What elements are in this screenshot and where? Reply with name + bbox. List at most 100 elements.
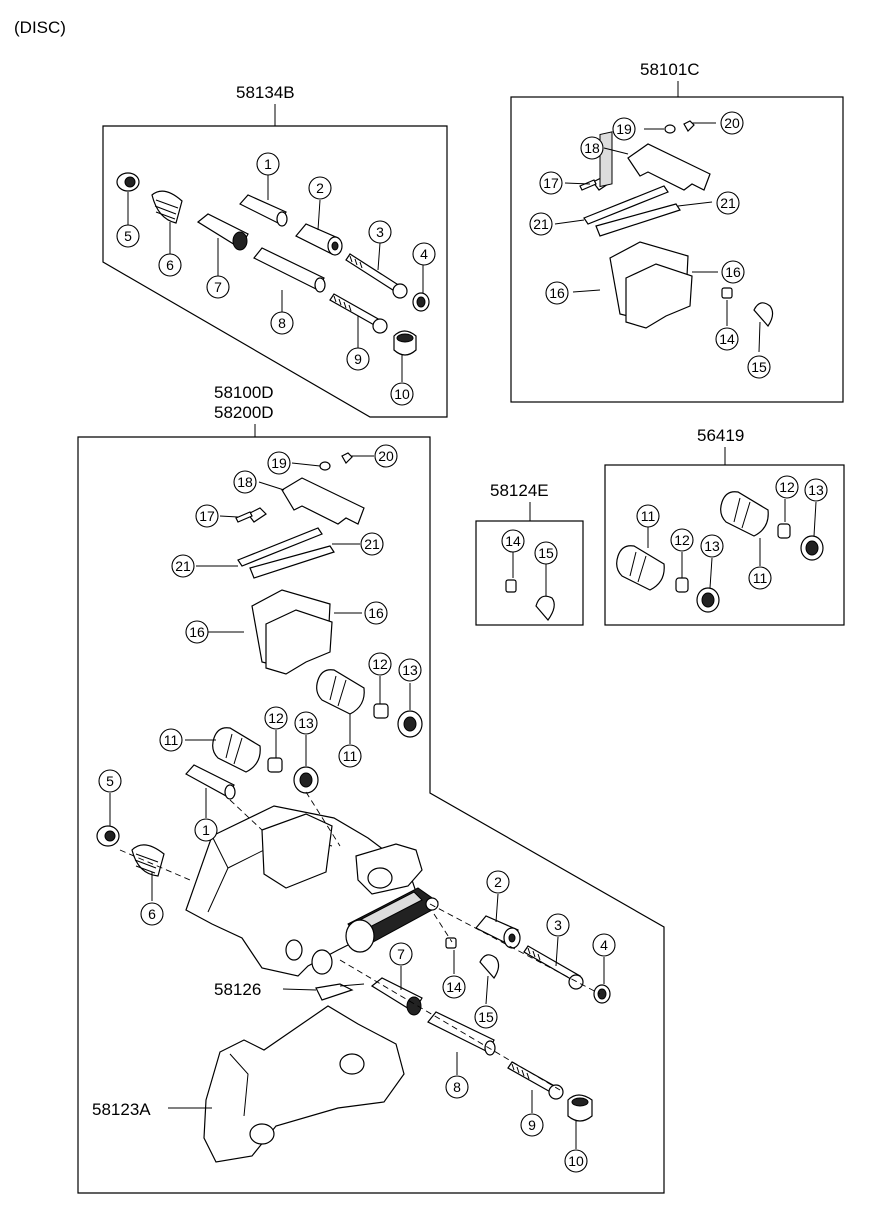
callout-number: 11 [641, 508, 656, 524]
part-21-shim-main-lower [249, 545, 335, 579]
part-11-piston-seal-b [720, 491, 769, 537]
callout-4: 4 [412, 242, 436, 266]
part-14-pin [721, 287, 733, 299]
callout-circle [520, 1113, 544, 1137]
callout-number: 16 [549, 285, 565, 301]
part-3-bolt-main [523, 945, 584, 990]
callout-circle [580, 136, 604, 160]
callout-number: 17 [543, 175, 559, 191]
callout-number: 8 [453, 1079, 461, 1095]
callout-circle [564, 1149, 588, 1173]
part-12-ring-b [777, 523, 791, 539]
part-20-clip [683, 120, 695, 132]
part-6-boot [151, 190, 183, 224]
callout-number: 20 [724, 115, 740, 131]
callout-14: 14 [442, 975, 466, 999]
callout-16: 16 [364, 601, 388, 625]
callout-15: 15 [474, 1005, 498, 1029]
part-14-pin-kit [505, 579, 517, 593]
part-58126-sensor [315, 983, 365, 1001]
callout-8: 8 [270, 311, 294, 335]
callout-number: 13 [402, 662, 418, 678]
callout-19: 19 [267, 451, 291, 475]
callout-number: 11 [753, 570, 768, 586]
callout-circle [364, 601, 388, 625]
assembly-label-58100D: 58100D [214, 383, 274, 402]
callout-number: 14 [719, 331, 735, 347]
callout-circle [158, 253, 182, 277]
callout-number: 13 [704, 538, 720, 554]
callout-number: 12 [779, 479, 795, 495]
callout-14: 14 [501, 529, 525, 553]
callout-number: 8 [278, 315, 286, 331]
callout-number: 12 [268, 710, 284, 726]
callout-circle [715, 327, 739, 351]
part-11-piston-seal-a [616, 545, 665, 591]
callout-circle [529, 212, 553, 236]
callout-circle [716, 191, 740, 215]
callout-7: 7 [206, 275, 230, 299]
callout-circle [98, 769, 122, 793]
callout-circle [256, 152, 280, 176]
callout-number: 21 [364, 536, 380, 552]
callout-11: 11 [748, 566, 772, 590]
callout-5: 5 [98, 769, 122, 793]
callout-circle [140, 902, 164, 926]
callout-circle [308, 176, 332, 200]
callout-circle [270, 311, 294, 335]
part-5-cap [116, 172, 140, 192]
callout-circle [389, 942, 413, 966]
callout-16: 16 [545, 281, 569, 305]
group-58124E: 58124E [475, 481, 584, 626]
callout-circle [368, 220, 392, 244]
callout-8: 8 [445, 1075, 469, 1099]
part-12-ring-lower [267, 757, 283, 773]
assembly-label-58134B: 58134B [236, 83, 295, 102]
callout-16: 16 [721, 260, 745, 284]
callout-number: 2 [494, 874, 502, 890]
part-18-spring-main [281, 477, 365, 525]
callout-circle [534, 541, 558, 565]
callout-2: 2 [486, 870, 510, 894]
callout-number: 4 [420, 246, 428, 262]
callout-circle [747, 355, 771, 379]
callout-number: 7 [214, 279, 222, 295]
callout-9: 9 [520, 1113, 544, 1137]
callout-number: 18 [237, 474, 253, 490]
part-4-cap [412, 292, 430, 312]
callout-number: 6 [166, 257, 174, 273]
callout-circle [171, 554, 195, 578]
callout-circle [294, 711, 318, 735]
callout-circle [398, 658, 422, 682]
callout-number: 21 [720, 195, 736, 211]
callout-number: 13 [808, 482, 824, 498]
callout-13: 13 [294, 711, 318, 735]
callout-19: 19 [612, 117, 636, 141]
callout-13: 13 [700, 534, 724, 558]
frame-58100D [77, 436, 665, 1194]
callout-circle [206, 275, 230, 299]
assembly-label-58200D: 58200D [214, 403, 274, 422]
callout-number: 21 [175, 558, 191, 574]
callout-number: 12 [372, 656, 388, 672]
callout-12: 12 [368, 652, 392, 676]
callout-circle [445, 1075, 469, 1099]
callout-1: 1 [256, 152, 280, 176]
part-19-washer [664, 124, 676, 134]
assembly-label-58101C: 58101C [640, 60, 700, 79]
callout-number: 16 [368, 605, 384, 621]
part-3-bolt [345, 253, 408, 299]
part-4-cap-main [593, 984, 611, 1004]
part-58123A-bracket [203, 1005, 405, 1163]
part-15-cap-kit [535, 595, 555, 621]
callout-number: 3 [554, 917, 562, 933]
callout-4: 4 [592, 933, 616, 957]
callout-circle [267, 451, 291, 475]
callout-circle [390, 382, 414, 406]
part-8-pin [253, 247, 326, 293]
callout-21: 21 [529, 212, 553, 236]
part-7-sleeve [196, 213, 249, 251]
callout-11: 11 [159, 728, 183, 752]
callout-13: 13 [398, 658, 422, 682]
